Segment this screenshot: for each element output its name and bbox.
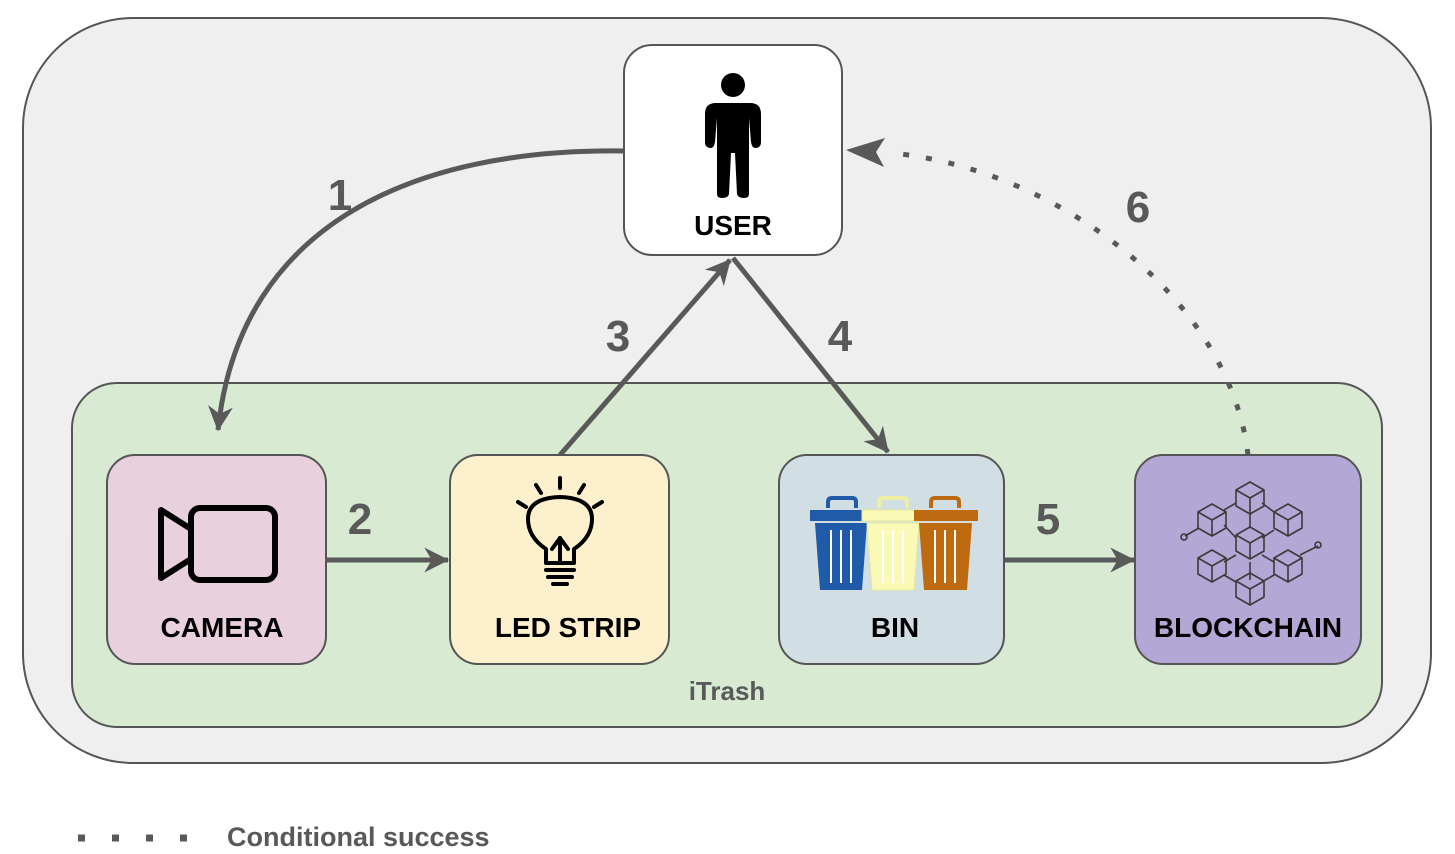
orange-bin-icon bbox=[914, 496, 978, 590]
cube-right-lower bbox=[1273, 549, 1303, 583]
user-label: USER bbox=[694, 210, 772, 241]
legend-label: Conditional success bbox=[227, 822, 490, 852]
led-strip-node: LED STRIP bbox=[449, 454, 670, 665]
led-strip-label: LED STRIP bbox=[495, 612, 641, 643]
legend: Conditional success bbox=[78, 822, 490, 852]
video-camera-icon bbox=[158, 505, 278, 583]
bin-label: BIN bbox=[871, 612, 919, 643]
arrow-step-1 bbox=[208, 148, 625, 432]
blockchain-icon bbox=[1180, 481, 1322, 606]
itrash-container-label: iTrash bbox=[689, 676, 766, 706]
step-label-2: 2 bbox=[348, 495, 372, 544]
step-label-4: 4 bbox=[828, 312, 853, 361]
cube-center bbox=[1235, 526, 1265, 560]
blue-bin-icon bbox=[810, 496, 872, 590]
cube-left-lower bbox=[1197, 549, 1227, 583]
arrow-step-3 bbox=[558, 258, 732, 457]
bin-node: BIN bbox=[778, 454, 1005, 665]
arrow-step-6-head bbox=[846, 138, 885, 167]
yellow-bin-icon bbox=[861, 496, 925, 591]
cube-left-upper bbox=[1197, 503, 1227, 537]
camera-node: CAMERA bbox=[106, 454, 327, 665]
lightbulb-icon bbox=[516, 476, 604, 586]
blockchain-node: BLOCKCHAIN bbox=[1134, 454, 1362, 665]
camera-label: CAMERA bbox=[161, 612, 284, 643]
step-label-6: 6 bbox=[1126, 183, 1150, 232]
step-label-5: 5 bbox=[1036, 495, 1060, 544]
cube-bottom bbox=[1235, 572, 1265, 606]
step-label-1: 1 bbox=[328, 171, 352, 220]
blockchain-node-box bbox=[1134, 454, 1362, 665]
cube-top bbox=[1235, 481, 1265, 515]
step-label-3: 3 bbox=[606, 312, 630, 361]
person-icon bbox=[705, 73, 761, 198]
blockchain-label: BLOCKCHAIN bbox=[1154, 612, 1342, 643]
user-node: USER bbox=[623, 44, 843, 256]
arrow-step-4 bbox=[731, 256, 890, 454]
cube-right-upper bbox=[1273, 503, 1303, 537]
itrash-container bbox=[71, 382, 1383, 728]
trash-bins-icon bbox=[810, 496, 978, 591]
